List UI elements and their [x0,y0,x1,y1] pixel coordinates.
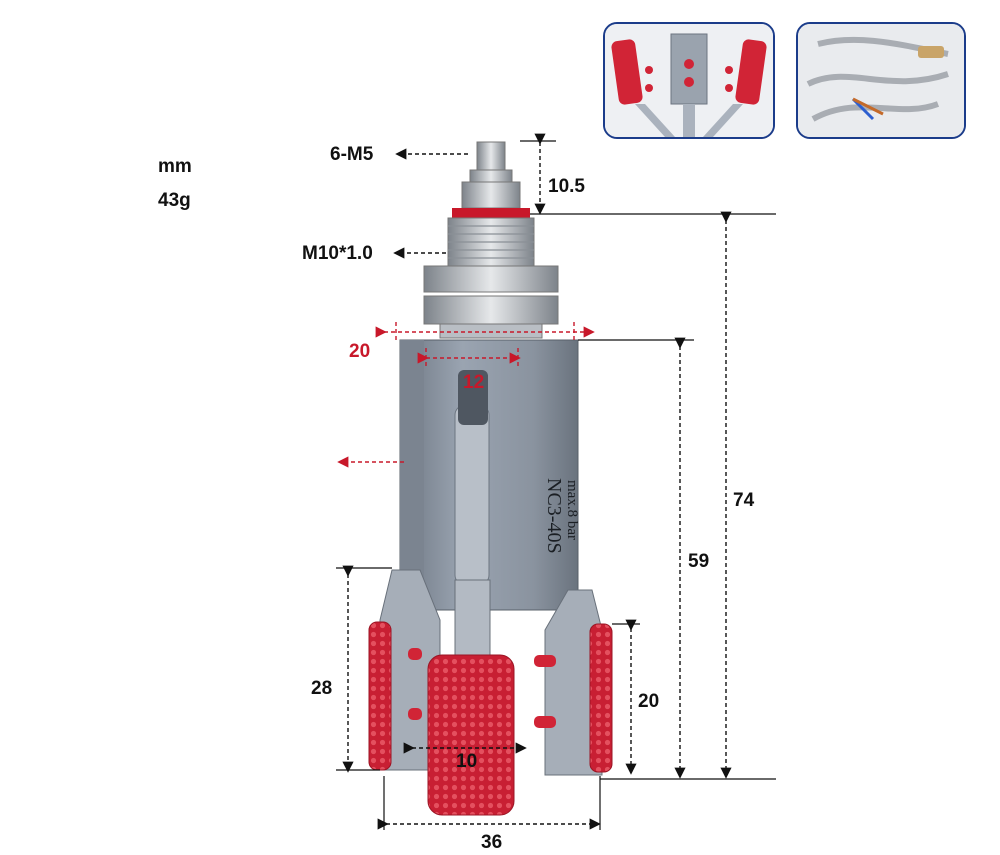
body-marking: NC3-40S max.8 bar [543,478,580,554]
dim-total-height: 74 [733,490,755,511]
body-model-text: NC3-40S [543,478,565,554]
dim-body-width: 20 [349,341,371,362]
air-fitting [423,141,559,339]
dim-thread: M10*1.0 [302,243,373,264]
dim-finger-length: 28 [311,678,333,699]
dim-port-height: 10.5 [548,176,585,197]
unit-label: mm [158,156,192,177]
thumbnail-sensor-cable[interactable] [796,22,966,139]
thumbnail-gripper-front[interactable] [603,22,775,139]
dim-open-span: 36 [481,832,503,853]
extension-lines [336,140,776,830]
dim-air-port: 6-M5 [330,144,374,165]
body-pressure-text: max.8 bar [564,480,580,540]
dim-body-height: 59 [688,551,710,572]
dim-body-inner-width: 12 [463,372,485,393]
dimension-lines [342,133,732,830]
thumbnail-gripper-front-image [605,24,773,137]
thumbnail-sensor-cable-image [798,24,964,137]
gripper-fingers [379,569,603,776]
gripper-body [399,339,579,611]
red-dimension-lines [337,322,595,468]
dim-pad-height: 20 [638,691,660,712]
weight-label: 43g [158,190,191,211]
dim-pad-width: 10 [456,751,478,772]
gripper-pads [368,621,613,816]
